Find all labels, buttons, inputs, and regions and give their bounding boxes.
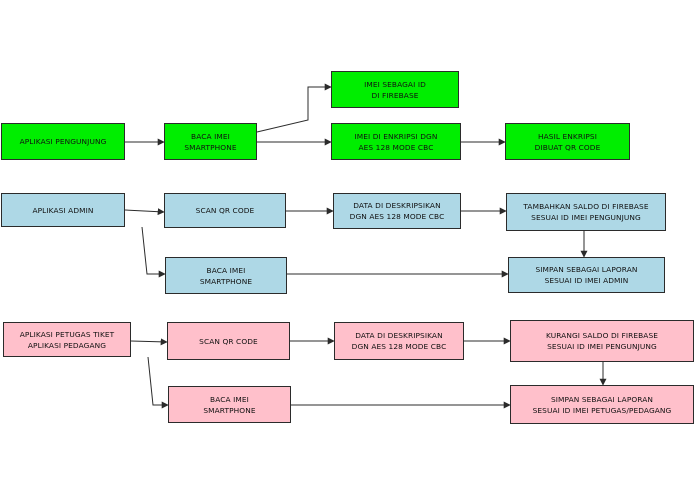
box-scan-qr-admin: SCAN QR CODE [164,193,286,228]
arrow-admin-to-baca [141,226,166,278]
box-deskripsi-petugas: DATA DI DESKRIPSIKAN DGN AES 128 MODE CB… [334,322,464,360]
box-simpan-petugas: SIMPAN SEBAGAI LAPORAN SESUAI ID IMEI PE… [510,385,694,424]
box-tambah-saldo: TAMBAHKAN SALDO DI FIREBASE SESUAI ID IM… [506,193,666,231]
box-aplikasi-petugas: APLIKASI PETUGAS TIKET APLIKASI PEDAGANG [3,322,131,357]
box-aplikasi-pengunjung: APLIKASI PENGUNJUNG [1,123,125,160]
box-baca-imei-1: BACA IMEI SMARTPHONE [164,123,257,160]
box-hasil-enkripsi: HASIL ENKRIPSI DIBUAT QR CODE [505,123,630,160]
arrow-petugas-to-baca [147,356,169,409]
box-baca-imei-petugas: BACA IMEI SMARTPHONE [168,386,291,423]
box-scan-qr-petugas: SCAN QR CODE [167,322,290,360]
box-simpan-admin: SIMPAN SEBAGAI LAPORAN SESUAI ID IMEI AD… [508,257,665,293]
box-kurangi-saldo: KURANGI SALDO DI FIREBASE SESUAI ID IMEI… [510,320,694,362]
box-imei-enkripsi: IMEI DI ENKRIPSI DGN AES 128 MODE CBC [331,123,461,160]
arrow-baca-to-imei-id [256,83,332,133]
box-baca-imei-admin: BACA IMEI SMARTPHONE [165,257,287,294]
box-imei-sebagai-id: IMEI SEBAGAI ID DI FIREBASE [331,71,459,108]
arrow-admin-to-scan [124,208,165,216]
box-deskripsi-admin: DATA DI DESKRIPSIKAN DGN AES 128 MODE CB… [333,193,461,229]
box-aplikasi-admin: APLIKASI ADMIN [1,193,125,227]
arrow-petugas-to-scan [130,338,168,346]
